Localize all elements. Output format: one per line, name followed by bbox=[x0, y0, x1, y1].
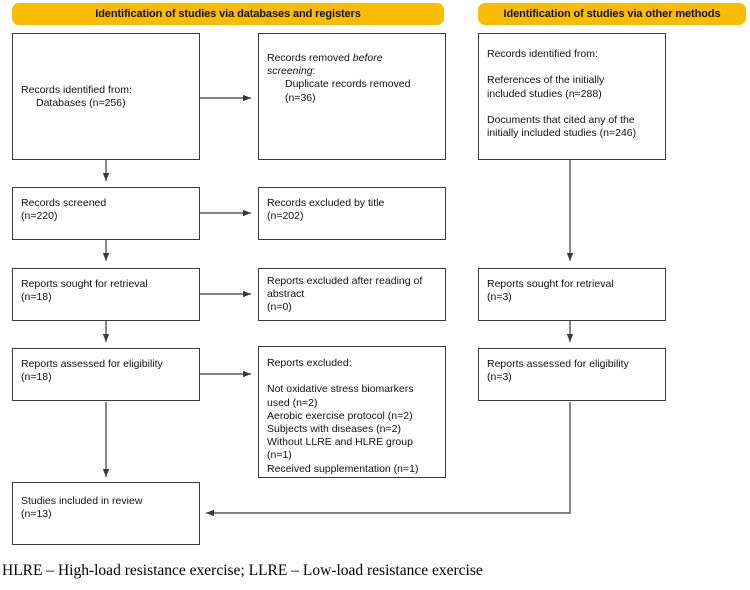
box-records-screened-text: Records screened(n=220) bbox=[21, 197, 193, 223]
studies-included-line1: Studies included in review bbox=[21, 495, 143, 507]
box-reports-sought-left-text: Reports sought for retrieval(n=18) bbox=[21, 278, 193, 304]
exclusion-reason-4-cont: (n=1) bbox=[267, 449, 292, 462]
records-removed-line1: Records removed bbox=[267, 52, 353, 64]
records-screened-line1: Records screened bbox=[21, 197, 107, 209]
records-removed-screening-italic: screening bbox=[267, 65, 313, 78]
identified-other-line1: Records identified from: bbox=[487, 48, 598, 60]
box-records-removed-before-screening: Records removed before screening:Duplicat… bbox=[258, 33, 446, 160]
banner-other-label: Identification of studies via other meth… bbox=[503, 8, 721, 20]
banner-other-methods: Identification of studies via other meth… bbox=[478, 3, 746, 25]
box-records-removed-text: Records removed before screening:Duplicat… bbox=[267, 52, 439, 105]
reports-assessed-left-line1: Reports assessed for eligibility bbox=[21, 358, 163, 370]
banner-databases-label: Identification of studies via databases … bbox=[95, 8, 361, 20]
box-reports-excluded-reasons-text: Reports excluded: Not oxidative stress bi… bbox=[267, 357, 439, 476]
box-records-identified-databases-text: Records identified from:Databases (n=256… bbox=[21, 83, 193, 109]
exclusion-reason-4: Without LLRE and HLRE group bbox=[267, 436, 413, 449]
box-reports-assessed-right-text: Reports assessed for eligibility(n=3) bbox=[487, 358, 659, 384]
figure-footnote: HLRE – High-load resistance exercise; LL… bbox=[2, 562, 483, 579]
box-records-screened: Records screened(n=220) bbox=[12, 187, 200, 240]
records-screened-line2: (n=220) bbox=[21, 210, 58, 223]
exclusion-reason-2: Aerobic exercise protocol (n=2) bbox=[267, 409, 413, 422]
box-reports-sought-right: Reports sought for retrieval(n=3) bbox=[478, 268, 666, 321]
reports-sought-right-line1: Reports sought for retrieval bbox=[487, 278, 614, 290]
box-reports-assessed-right: Reports assessed for eligibility(n=3) bbox=[478, 348, 666, 401]
exclusion-reason-1: Not oxidative stress biomarkers bbox=[267, 383, 414, 396]
box-reports-sought-right-text: Reports sought for retrieval(n=3) bbox=[487, 278, 659, 304]
records-removed-colon: : bbox=[312, 65, 316, 78]
box-reports-assessed-left-text: Reports assessed for eligibility(n=18) bbox=[21, 358, 193, 384]
box-records-identified-databases: Records identified from:Databases (n=256… bbox=[12, 33, 200, 160]
exclusion-reason-5: Received supplementation (n=1) bbox=[267, 462, 419, 475]
box-studies-included-text: Studies included in review(n=13) bbox=[21, 495, 193, 521]
records-excluded-title-line1: Records excluded by title bbox=[267, 197, 385, 209]
records-identified-db-line1: Records identified from: bbox=[21, 83, 132, 96]
exclusion-reason-3: Subjects with diseases (n=2) bbox=[267, 423, 401, 436]
box-reports-assessed-left: Reports assessed for eligibility(n=18) bbox=[12, 348, 200, 401]
identified-other-line2: References of the initially bbox=[487, 74, 605, 87]
identified-other-line3: included studies (n=288) bbox=[487, 87, 602, 100]
reports-sought-right-line2: (n=3) bbox=[487, 291, 512, 304]
studies-included-line2: (n=13) bbox=[21, 508, 52, 521]
reports-assessed-left-line2: (n=18) bbox=[21, 371, 52, 384]
box-reports-excluded-reasons: Reports excluded: Not oxidative stress bi… bbox=[258, 346, 446, 478]
reports-excluded-heading: Reports excluded: bbox=[267, 357, 352, 369]
records-removed-before-italic: before bbox=[352, 52, 383, 64]
reports-assessed-right-line1: Reports assessed for eligibility bbox=[487, 358, 629, 370]
box-records-identified-other-methods: Records identified from: References of th… bbox=[478, 33, 666, 160]
exclusion-reason-1-cont: used (n=2) bbox=[267, 396, 318, 409]
banner-databases-registers: Identification of studies via databases … bbox=[12, 3, 444, 25]
reports-sought-left-line2: (n=18) bbox=[21, 291, 52, 304]
reports-excluded-abstract-line2: abstract bbox=[267, 288, 305, 301]
records-removed-line4: (n=36) bbox=[285, 91, 316, 104]
identified-other-line5: initially included studies (n=246) bbox=[487, 127, 637, 140]
records-excluded-title-line2: (n=202) bbox=[267, 210, 304, 223]
identified-other-line4: Documents that cited any of the bbox=[487, 114, 635, 127]
reports-excluded-abstract-line1: Reports excluded after reading of bbox=[267, 275, 423, 287]
box-reports-sought-left: Reports sought for retrieval(n=18) bbox=[12, 268, 200, 321]
box-studies-included: Studies included in review(n=13) bbox=[12, 482, 200, 545]
reports-assessed-right-line2: (n=3) bbox=[487, 371, 512, 384]
records-removed-line3: Duplicate records removed bbox=[285, 78, 411, 91]
box-records-identified-other-text: Records identified from: References of th… bbox=[487, 48, 659, 140]
reports-excluded-abstract-line3: (n=0) bbox=[267, 301, 292, 314]
records-identified-db-line2: Databases (n=256) bbox=[36, 96, 126, 109]
box-records-excluded-title-text: Records excluded by title(n=202) bbox=[267, 197, 439, 223]
box-records-excluded-by-title: Records excluded by title(n=202) bbox=[258, 187, 446, 240]
reports-sought-left-line1: Reports sought for retrieval bbox=[21, 278, 148, 290]
